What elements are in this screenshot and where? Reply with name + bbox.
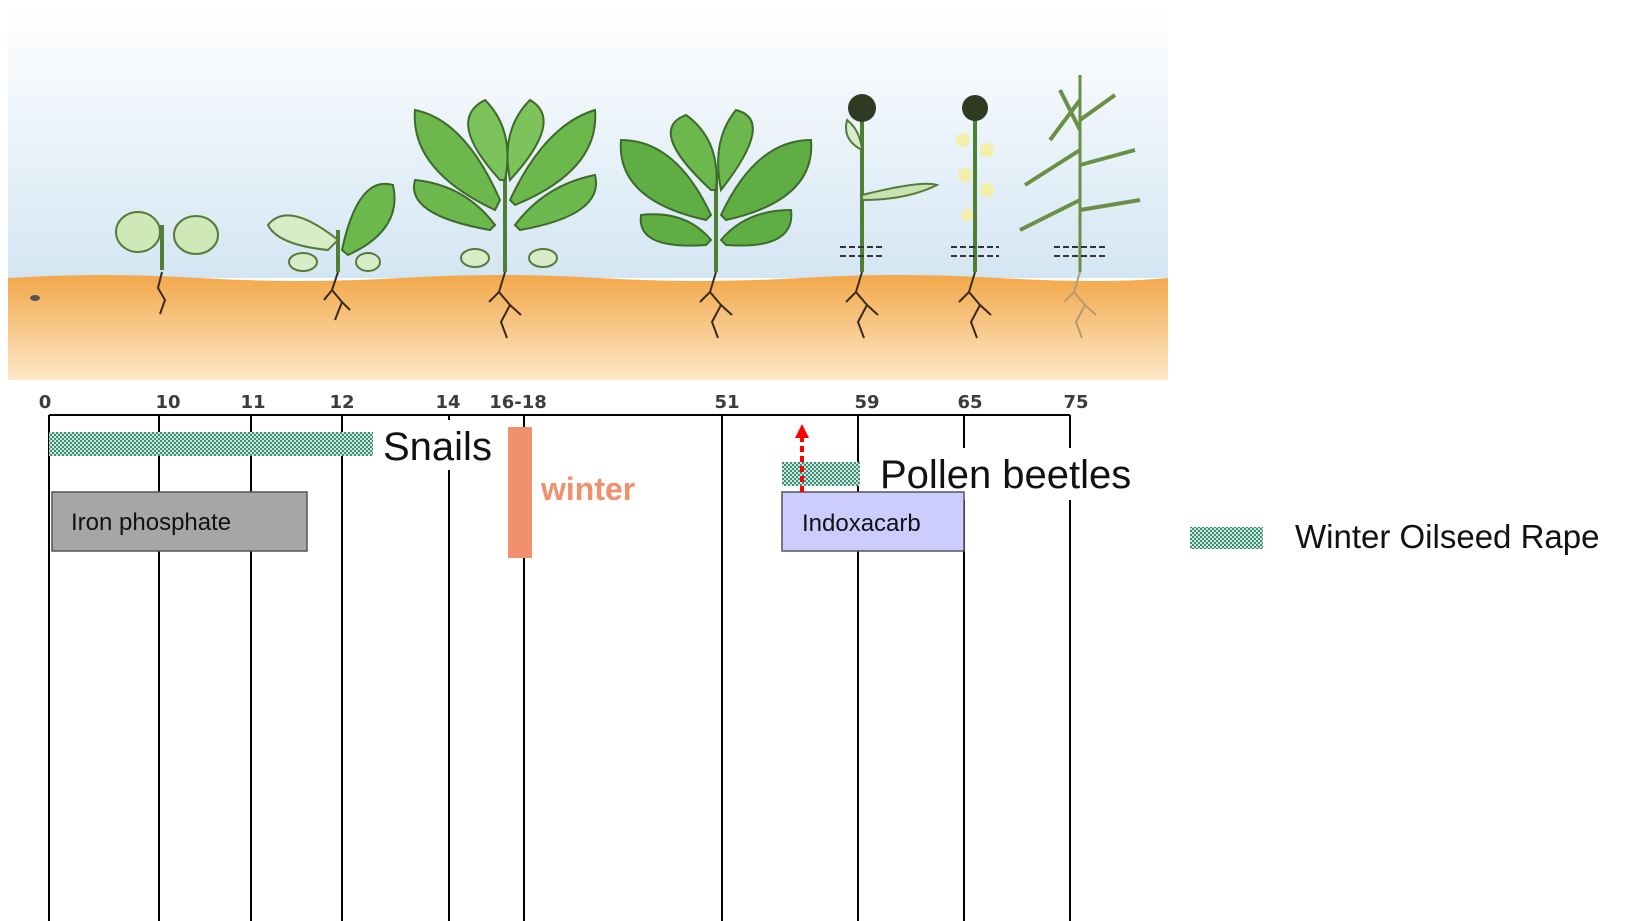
stage-label: 12 (329, 392, 354, 413)
legend: Winter Oilseed Rape (1190, 518, 1599, 555)
stage-label: 75 (1063, 392, 1088, 413)
winter-label: winter (540, 471, 635, 507)
pollen-beetles-pest-bar (782, 462, 860, 486)
stage-labels: 0 10 11 12 14 16-18 51 59 65 75 (39, 392, 1089, 413)
legend-swatch (1190, 527, 1263, 549)
iron-phosphate-label: Iron phosphate (71, 509, 231, 536)
stage-label: 51 (714, 392, 739, 413)
stage-label: 14 (435, 392, 460, 413)
stage-label: 0 (39, 392, 52, 413)
snails-pest-bar (49, 432, 373, 456)
indoxacarb-label: Indoxacarb (802, 510, 921, 537)
winter-bar (508, 427, 532, 558)
snails-label: Snails (383, 425, 492, 469)
stage-label: 11 (240, 392, 265, 413)
stage-label: 16-18 (489, 392, 547, 413)
growth-illustration (8, 8, 1168, 380)
arrow-head-icon (795, 424, 809, 438)
pollen-beetles-label: Pollen beetles (880, 453, 1131, 497)
seed-icon (30, 295, 40, 301)
legend-label: Winter Oilseed Rape (1295, 518, 1599, 555)
stage-label: 10 (155, 392, 180, 413)
stage-label: 59 (854, 392, 879, 413)
soil (8, 275, 1168, 380)
stage-label: 65 (957, 392, 982, 413)
